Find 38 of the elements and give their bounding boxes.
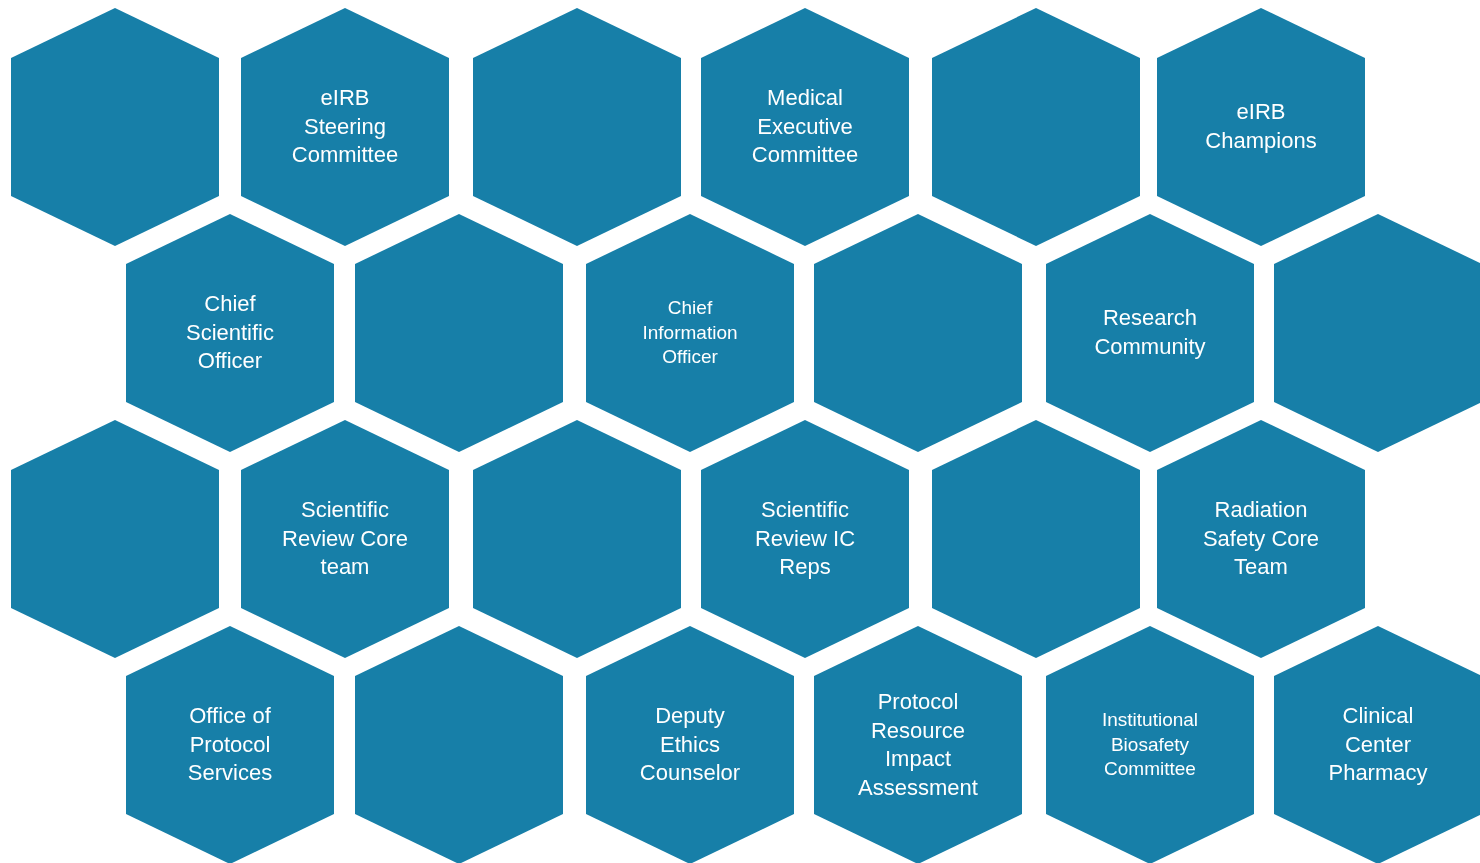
hexagon-tile xyxy=(473,8,681,246)
hexagon-tile xyxy=(814,626,1022,863)
hexagon-tile xyxy=(701,420,909,658)
hexagon-tile xyxy=(932,420,1140,658)
hexagon-tile xyxy=(932,8,1140,246)
tile-label: Protocol Resource Impact Assessment xyxy=(857,687,979,802)
hexagon-tile xyxy=(1046,626,1254,863)
hexagon-tile xyxy=(473,420,681,658)
hexagon-tile xyxy=(586,214,794,452)
tile-label: Deputy Ethics Counselor xyxy=(638,702,742,788)
hexagon-tile xyxy=(1274,214,1480,452)
hexagon-tile xyxy=(1274,626,1480,863)
hexagon-tile xyxy=(241,8,449,246)
hexagon-tile xyxy=(586,626,794,863)
tile-label: Research Community xyxy=(1093,304,1207,361)
hexagon-tile xyxy=(355,626,563,863)
hexagon-tile xyxy=(1157,420,1365,658)
tile-label: Chief Information Officer xyxy=(641,295,739,370)
hexagon-tile xyxy=(814,214,1022,452)
hexagon-tile xyxy=(241,420,449,658)
tile-label: Radiation Safety Core Team xyxy=(1201,496,1321,582)
tile-label: Medical Executive Committee xyxy=(750,84,860,170)
hexagon-tile xyxy=(126,214,334,452)
hexagon-tile xyxy=(11,420,219,658)
tile-label: Institutional Biosafety Committee xyxy=(1100,707,1200,782)
tile-label: Office of Protocol Services xyxy=(186,702,274,788)
hexagon-tile xyxy=(126,626,334,863)
hexagon-tile xyxy=(1046,214,1254,452)
tile-label: Chief Scientific Officer xyxy=(184,290,275,376)
hexagon-tile xyxy=(701,8,909,246)
hexagon-tile xyxy=(11,8,219,246)
hexagon-tile xyxy=(355,214,563,452)
tile-label: Scientific Review IC Reps xyxy=(753,496,857,582)
tile-label: Scientific Review Core team xyxy=(281,496,409,582)
hexagon-tile xyxy=(1157,8,1365,246)
tile-label: Clinical Center Pharmacy xyxy=(1327,702,1429,788)
tile-label: eIRB Champions xyxy=(1204,98,1318,155)
tile-label: eIRB Steering Committee xyxy=(290,84,400,170)
